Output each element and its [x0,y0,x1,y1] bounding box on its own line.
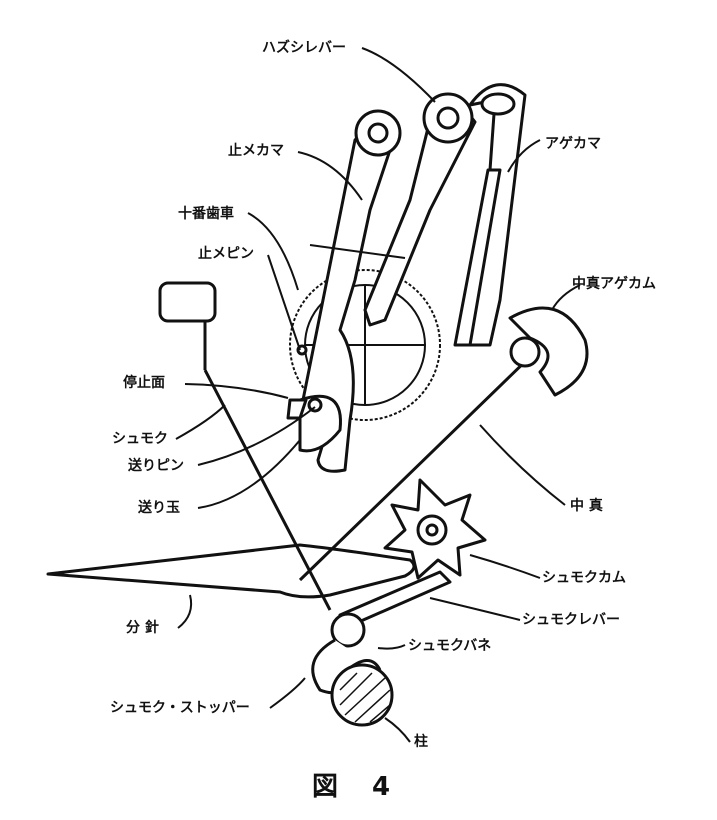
pillar-hatching [339,672,391,723]
label-tenth-wheel: 十番歯車 [178,205,234,222]
label-stop-pin: 止メピン [198,245,254,262]
label-feed-pin: 送りピン [127,457,184,474]
hammer-cam [383,478,487,580]
lift-hook-blade [453,168,502,347]
center-lift-cam [508,306,589,397]
caption-number: 4 [372,772,390,802]
feed-pin [307,397,323,413]
leader-lines [175,47,581,743]
tenth-wheel [289,269,441,421]
label-center-arbor: 中 真 [570,497,603,514]
label-lift-hook: アゲカマ [545,135,601,152]
label-hammer-spring: シュモクバネ [408,638,491,654]
center-arbor [298,350,537,582]
label-release-lever: ハズシレバー [262,39,346,56]
caption-prefix: 図 [312,772,338,802]
label-hammer-cam: シュモクカム [542,570,626,586]
pillar [330,663,394,727]
label-hammer-lever: シュモクレバー [522,612,620,628]
hammer-head [158,281,217,323]
label-center-lift-cam: 中真アゲカム [572,275,656,292]
minute-hand [46,543,416,599]
label-stop-face: 停止面 [123,374,165,391]
label-hammer-stopper: シュモク・ストッパー [110,700,250,716]
label-feed-ball: 送り玉 [137,499,180,516]
label-hammer: シュモク [112,431,168,447]
label-stop-hook-lever: 止メカマ [228,142,284,159]
label-pillar: 柱 [414,733,428,750]
label-minute-hand: 分 針 [126,619,159,636]
